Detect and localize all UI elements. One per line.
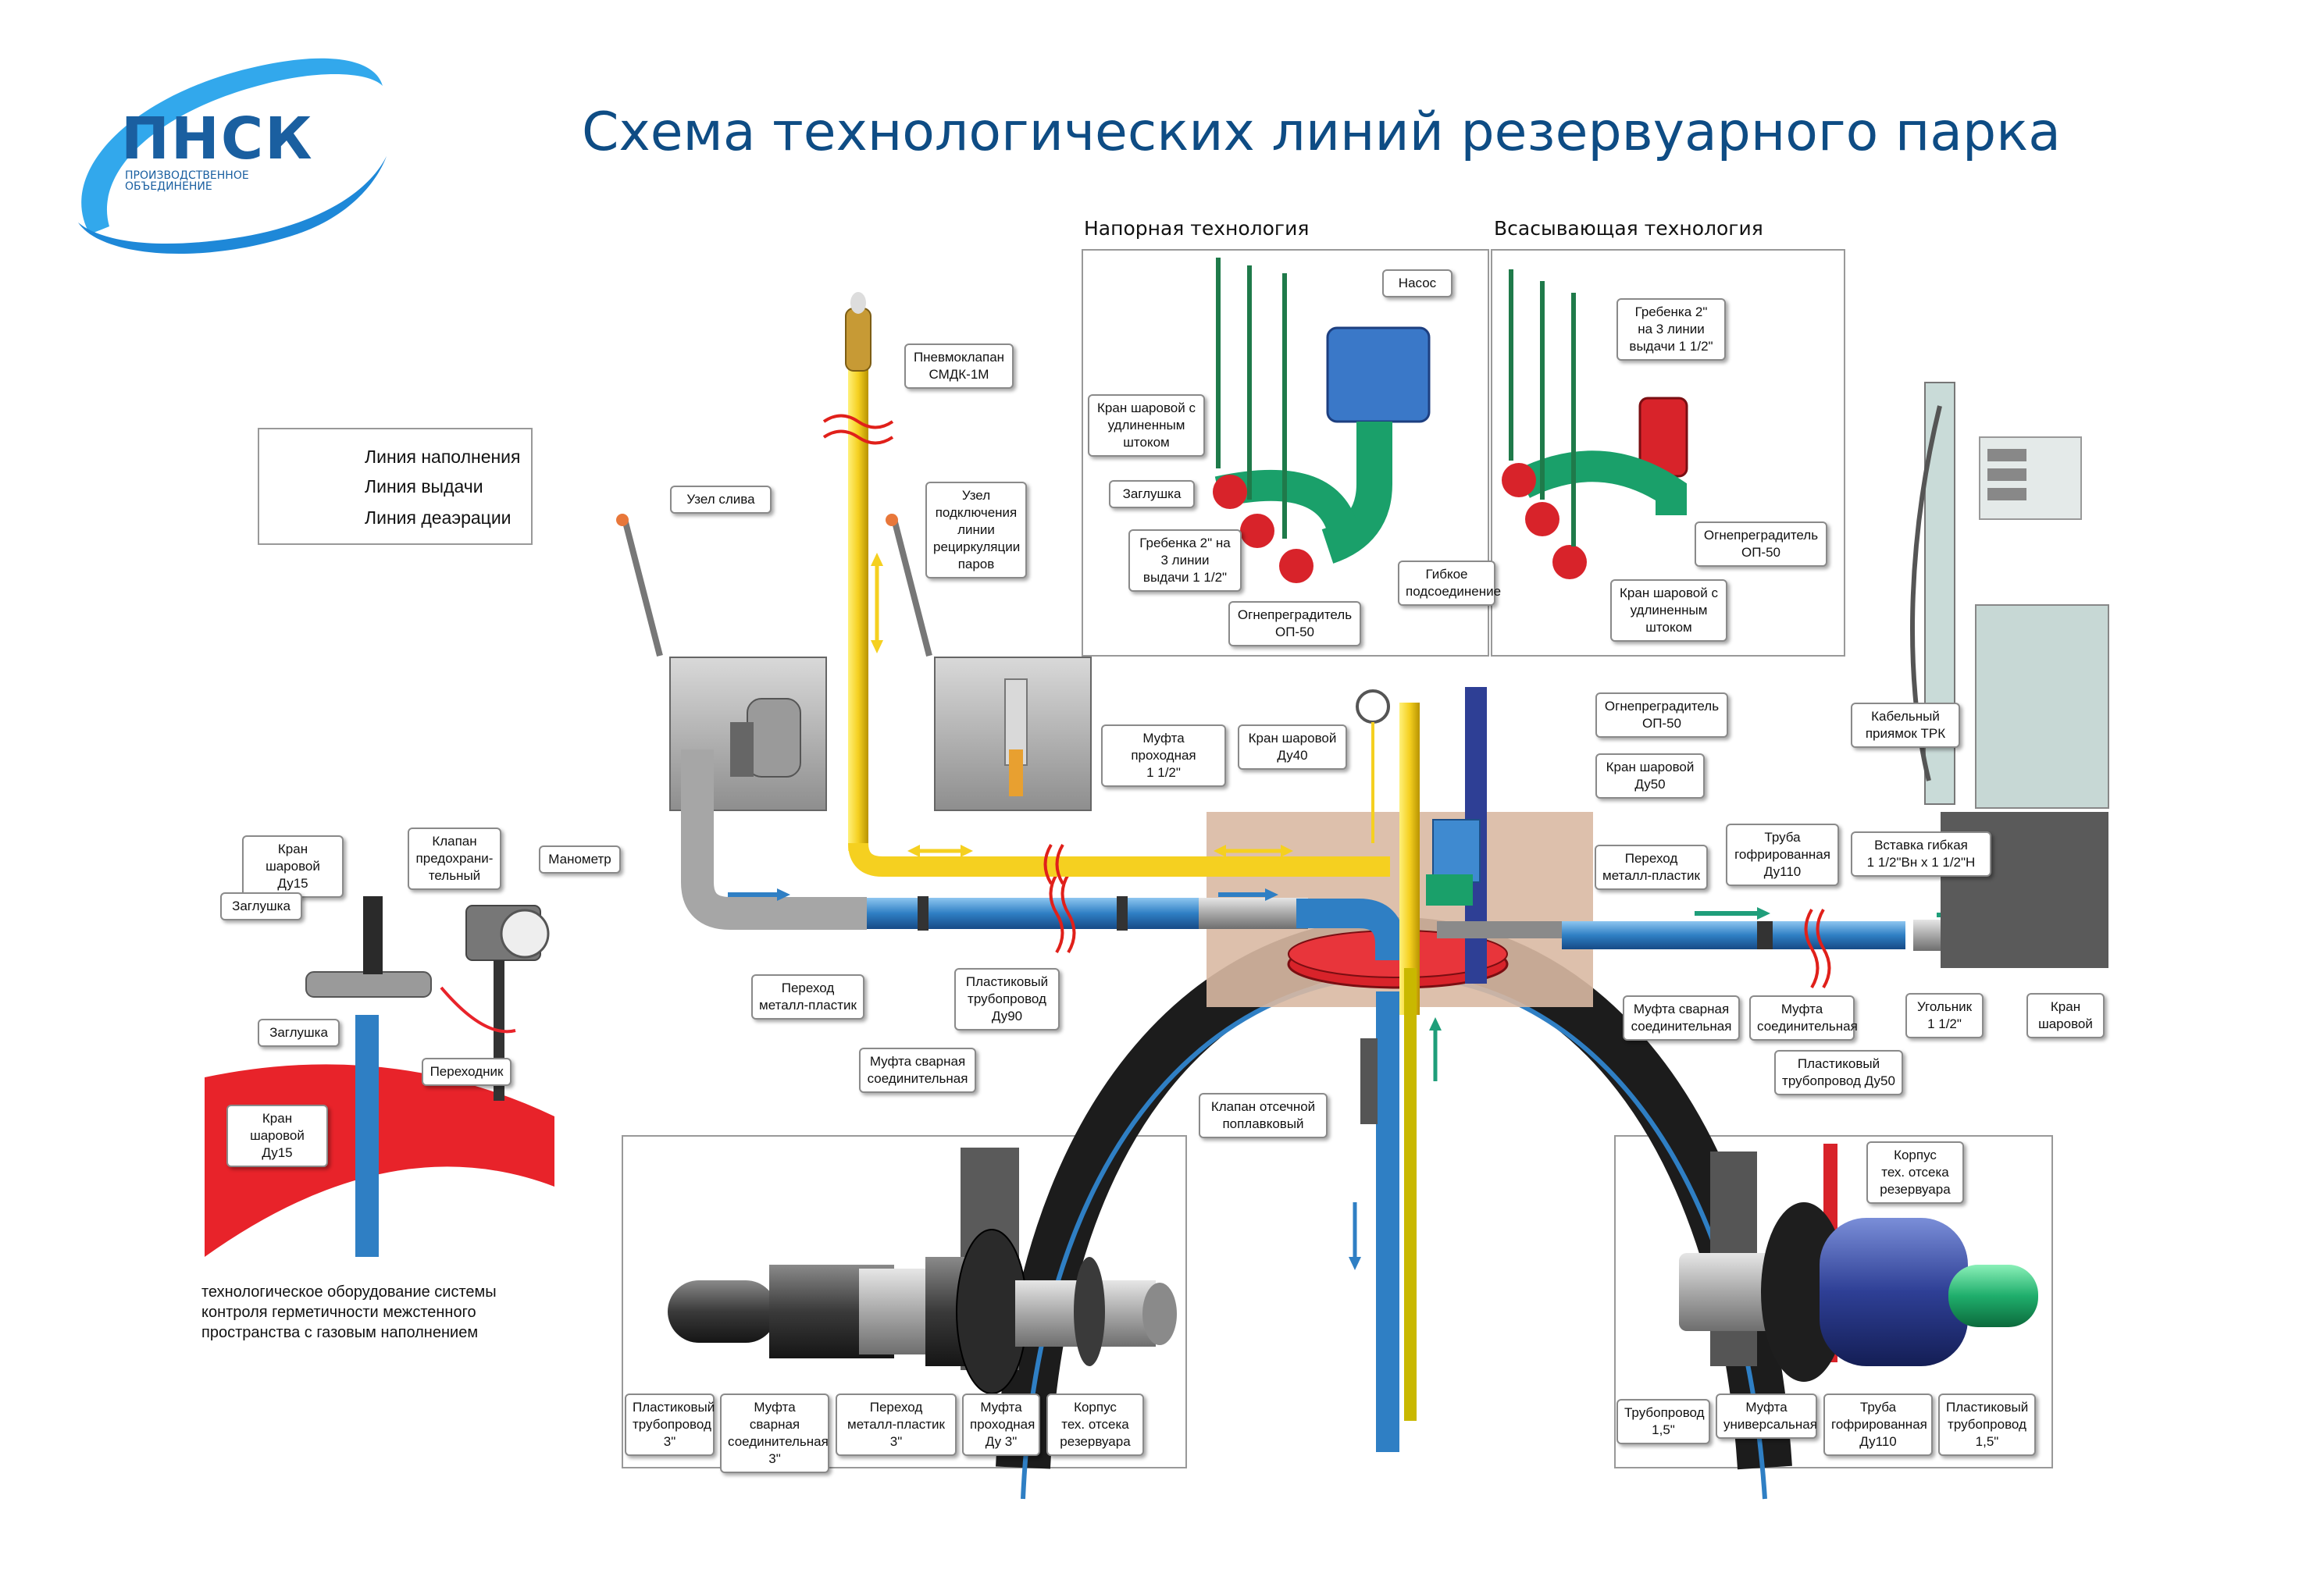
label-plug-bottom: Заглушка xyxy=(258,1019,340,1047)
label-ball-valve-right: Кран шаровой xyxy=(2026,993,2105,1038)
label-pressure-gauge: Манометр xyxy=(539,845,621,874)
label-manifold-suction: Гребенка 2" на 3 линии выдачи 1 1/2" xyxy=(1616,298,1726,361)
label-cable-pit: Кабельный приямок ТРК xyxy=(1851,703,1960,748)
label-ball-valve-du50: Кран шаровой Ду50 xyxy=(1595,753,1705,799)
label-ball-valve-du15-bottom: Кран шаровой Ду15 xyxy=(226,1105,328,1167)
label-welded-coupling-left: Муфта сварная соединительная xyxy=(859,1048,976,1093)
label-inlet-adapter: Переход металл-пластик 3" xyxy=(836,1394,957,1456)
label-outlet-pipe: Трубопровод 1,5" xyxy=(1616,1399,1710,1444)
label-universal-coupling: Муфта универсальная xyxy=(1716,1394,1817,1439)
suction-manifold xyxy=(1502,269,1688,579)
inlet-assembly xyxy=(668,1148,1177,1394)
label-outlet-compartment: Корпус тех. отсека резервуара xyxy=(1866,1141,1964,1204)
label-welded-coupling-right: Муфта сварная соединительная xyxy=(1623,995,1740,1041)
label-metal-plastic-adapter-left: Переход металл-пластик xyxy=(751,974,864,1020)
pressure-gauge xyxy=(1356,689,1390,724)
logo-subtitle: ПРОИЗВОДСТВЕННОЕ ОБЪЕДИНЕНИЕ xyxy=(125,169,249,193)
label-recirc-node: Узел подключения линии рециркуляции паро… xyxy=(925,482,1027,578)
deaeration-direction-arrows xyxy=(871,553,1293,857)
label-inlet-welded-coupling: Муфта сварная соединительная 3" xyxy=(720,1394,829,1473)
label-flame-arrester-center: Огнепреградитель ОП-50 xyxy=(1595,692,1728,738)
label-extended-ball-valve: Кран шаровой с удлиненным штоком xyxy=(1088,394,1205,457)
company-logo xyxy=(78,58,387,255)
label-inlet-pass-coupling: Муфта проходная Ду 3" xyxy=(962,1394,1040,1456)
label-elbow: Угольник 1 1/2" xyxy=(1905,993,1984,1038)
legend: Линия наполнения Линия выдачи Линия деаэ… xyxy=(258,428,533,545)
label-ball-valve-du15-top: Кран шаровой Ду15 xyxy=(242,835,344,898)
fuel-dispenser xyxy=(1910,382,2109,968)
suction-tech-heading: Всасывающая технология xyxy=(1494,217,1763,240)
fill-line-blue-pipe xyxy=(867,898,1203,929)
legend-deaeration-line: Линия деаэрации xyxy=(365,507,511,528)
label-flame-arrester-pressure: Огнепреградитель ОП-50 xyxy=(1228,601,1361,646)
fill-line-gray-pipe xyxy=(681,749,867,930)
breather-valve xyxy=(845,292,872,372)
label-ball-valve-du40: Кран шаровой Ду40 xyxy=(1238,724,1347,770)
label-plastic-pipe-du90: Пластиковый трубопровод Ду90 xyxy=(954,968,1060,1030)
vapour-riser-pipe xyxy=(848,367,868,851)
page-title: Схема технологических линий резервуарног… xyxy=(582,101,2061,163)
label-connecting-coupling-right: Муфта соединительная xyxy=(1749,995,1858,1041)
label-flex-insert: Вставка гибкая 1 1/2"Вн х 1 1/2"Н xyxy=(1851,831,1991,877)
pressure-tech-heading: Напорная технология xyxy=(1084,217,1310,240)
label-inlet-compartment: Корпус тех. отсека резервуара xyxy=(1046,1394,1144,1456)
label-plug-pressure: Заглушка xyxy=(1109,480,1195,508)
label-pass-coupling: Муфта проходная 1 1/2" xyxy=(1101,724,1226,787)
label-flame-arrester-suction: Огнепреградитель ОП-50 xyxy=(1695,521,1827,567)
label-float-shutoff-valve: Клапан отсечной поплавковый xyxy=(1199,1093,1328,1138)
label-flex-connection: Гибкое подсоединение xyxy=(1398,561,1501,606)
outlet-assembly xyxy=(1679,1144,2038,1382)
label-outlet-corrugated-pipe: Труба гофрированная Ду110 xyxy=(1823,1394,1933,1456)
logo-text: ПНСК xyxy=(121,105,314,173)
label-corrugated-pipe: Труба гофрированная Ду110 xyxy=(1726,824,1839,886)
label-breather-valve: Пневмоклапан СМДК-1М xyxy=(904,343,1014,389)
label-extended-ball-valve-suction: Кран шаровой с удлиненным штоком xyxy=(1610,579,1727,642)
label-adapter: Переходник xyxy=(422,1058,511,1086)
pressure-manifold xyxy=(1213,258,1431,583)
label-plastic-pipe-du50: Пластиковый трубопровод Ду50 xyxy=(1774,1050,1903,1095)
legend-outlet-line: Линия выдачи xyxy=(365,476,483,497)
label-outlet-plastic-pipe: Пластиковый трубопровод 1,5" xyxy=(1938,1394,2036,1456)
legend-fill-line: Линия наполнения xyxy=(365,447,521,467)
label-inlet-plastic-pipe: Пластиковый трубопровод 3" xyxy=(625,1394,715,1456)
label-drain-node: Узел слива xyxy=(670,486,772,514)
label-metal-plastic-adapter-right: Переход металл-пластик xyxy=(1595,845,1708,890)
tank-inlet-pipe xyxy=(1376,991,1399,1452)
outlet-line-pipe xyxy=(1562,921,1905,949)
label-safety-valve: Клапан предохрани- тельный xyxy=(408,828,501,890)
flow-vertical-arrows xyxy=(1349,1017,1442,1270)
fill-direction-arrows xyxy=(728,888,1278,901)
label-manifold-pressure: Гребенка 2" на 3 линии выдачи 1 1/2" xyxy=(1128,529,1242,592)
label-plug-top: Заглушка xyxy=(220,892,302,920)
label-pump: Насос xyxy=(1382,269,1452,297)
equipment-note: технологическое оборудование системы кон… xyxy=(201,1283,497,1341)
